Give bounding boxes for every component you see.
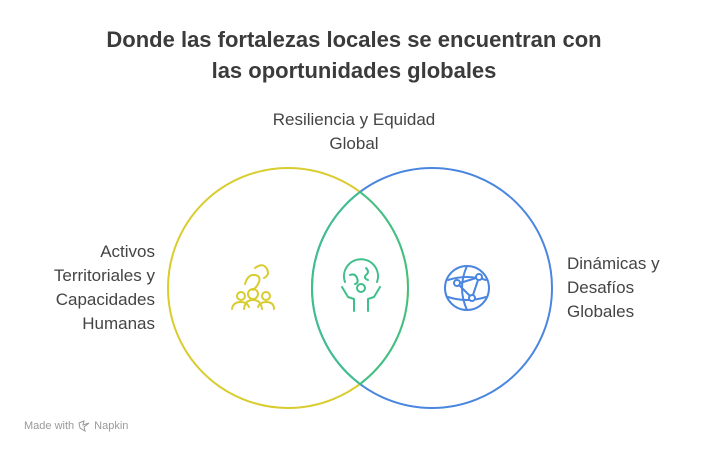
intersection-lens [311,190,409,386]
title-line-2: las oportunidades globales [211,58,497,83]
network-globe-icon [444,265,490,311]
left-label-line-1: Activos [100,242,155,261]
made-with-napkin-footer[interactable]: Made with Napkin [24,420,128,432]
right-label-line-2: Desafíos [567,278,635,297]
right-label-line-3: Globales [567,302,635,321]
left-circle [167,167,409,409]
intersection-label-line-1: Resiliencia y Equidad [272,110,436,129]
left-label-line-4: Humanas [82,314,155,333]
title-line-1: Donde las fortalezas locales se encuentr… [106,27,602,52]
right-circle [311,167,553,409]
right-circle-label: Dinámicas y Desafíos Globales [567,252,707,324]
left-label-line-3: Capacidades [55,290,155,309]
globe-person-icon [341,258,381,312]
intersection-label: Resiliencia y Equidad Global [204,108,504,156]
napkin-logo-icon [78,420,90,432]
right-label-line-1: Dinámicas y [567,254,660,273]
intersection-label-line-2: Global [329,134,379,153]
napkin-brand-text: Napkin [94,420,129,432]
diagram-title: Donde las fortalezas locales se encuentr… [0,24,708,86]
left-label-line-2: Territoriales y [53,266,155,285]
left-circle-label: Activos Territoriales y Capacidades Huma… [0,240,155,336]
people-group-icon [231,264,275,310]
made-with-text: Made with [24,420,75,432]
